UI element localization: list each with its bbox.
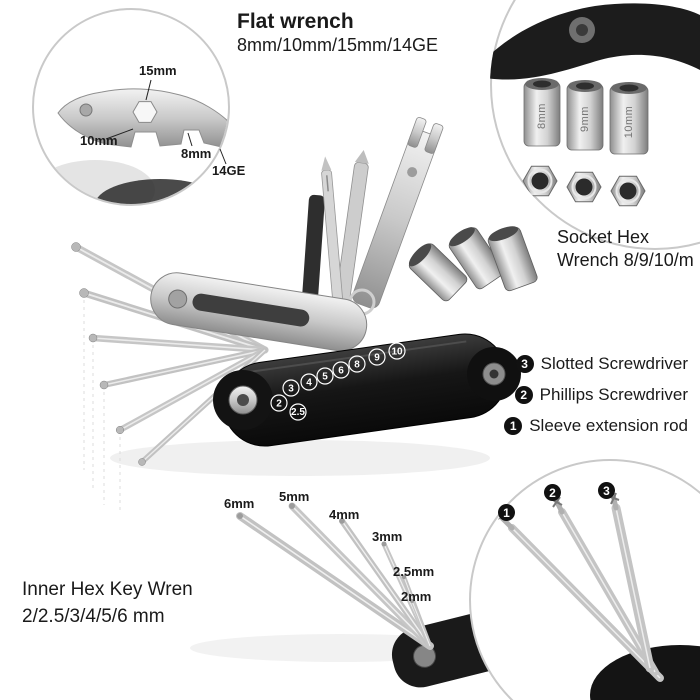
- frame-plate: [150, 272, 368, 352]
- feature-badge-1: 1: [504, 417, 523, 435]
- feature-badge-3: 3: [515, 355, 534, 373]
- svg-text:2.5: 2.5: [291, 407, 305, 418]
- socket-10mm: 10mm: [609, 82, 649, 155]
- svg-text:2: 2: [276, 399, 282, 410]
- flat-wrench-inset: [32, 8, 230, 206]
- bit-badge-2: 2: [544, 484, 561, 501]
- mounted-sockets: [408, 226, 538, 302]
- svg-text:9mm: 9mm: [579, 106, 591, 132]
- callout-14ge: 14GE: [212, 163, 246, 178]
- hex-key-caption-line1: Inner Hex Key Wren: [22, 579, 193, 600]
- pointer-15mm: [145, 79, 152, 101]
- bit-badge-1: 1: [498, 504, 515, 521]
- feature-list: 3 Slotted Screwdriver 2 Phillips Screwdr…: [504, 354, 688, 436]
- hex-key-caption: Inner Hex Key Wren 2/2.5/3/4/5/6 mm: [22, 576, 193, 630]
- hex-key-caption-line2: 2/2.5/3/4/5/6 mm: [22, 606, 165, 627]
- flat-wrench-title: Flat wrench: [237, 10, 354, 33]
- phillips-screwdriver-tool: [321, 156, 344, 311]
- callout-8mm: 8mm: [181, 146, 212, 161]
- main-tool: 2 2.5 3 4 5 6 8 9 10: [71, 116, 538, 512]
- fan-label-2-5mm: 2.5mm: [393, 564, 435, 579]
- feature-slotted-screwdriver: 3 Slotted Screwdriver: [515, 354, 688, 374]
- pointer-14ge: [219, 148, 227, 165]
- svg-text:5: 5: [322, 372, 328, 383]
- socket-inset: 8mm 9mm 10mm: [490, 0, 700, 250]
- bit-2-phillips: [550, 496, 659, 676]
- pointer-8mm: [187, 132, 193, 147]
- svg-text:10: 10: [391, 347, 403, 358]
- bits-holder: [590, 645, 700, 700]
- feature-badge-2: 2: [514, 386, 533, 404]
- hex-nut-2: [566, 171, 602, 203]
- bit-3-phillips: [607, 492, 655, 673]
- feature-phillips-screwdriver: 2 Phillips Screwdriver: [514, 385, 688, 405]
- fan-label-6mm: 6mm: [224, 496, 255, 511]
- pointer-10mm: [105, 128, 134, 140]
- feature-label-slotted: Slotted Screwdriver: [540, 354, 688, 373]
- tool-body-numbers: 2 2.5 3 4 5 6 8 9 10: [270, 342, 406, 421]
- socket-9mm: 9mm: [566, 80, 604, 151]
- fan-label-4mm: 4mm: [329, 507, 360, 522]
- flat-wrench-tool: [352, 116, 444, 309]
- socket-caption-line1: Socket Hex: [557, 227, 650, 247]
- pivot-screw-right: [467, 347, 521, 401]
- feature-label-sleeve: Sleeve extension rod: [529, 416, 688, 435]
- feature-sleeve-extension-rod: 1 Sleeve extension rod: [504, 416, 688, 436]
- bit-badge-3: 3: [598, 482, 615, 499]
- rear-tool-bar: [301, 194, 325, 318]
- svg-text:10mm: 10mm: [623, 106, 635, 139]
- hex-nut-3: [610, 175, 646, 207]
- svg-text:6: 6: [338, 366, 344, 377]
- bits-inset: [469, 459, 700, 700]
- hex-nut-1: [522, 165, 558, 197]
- socket-caption: Socket Hex Wrench 8/9/10/m: [557, 226, 694, 272]
- svg-text:9: 9: [374, 353, 380, 364]
- fan-label-3mm: 3mm: [372, 529, 403, 544]
- fan-label-5mm: 5mm: [279, 489, 310, 504]
- svg-text:3: 3: [288, 384, 294, 395]
- tool-shadow: [110, 440, 490, 476]
- callout-15mm: 15mm: [139, 63, 177, 78]
- pivot-screw-left: [213, 370, 273, 430]
- fan-label-2mm: 2mm: [401, 589, 432, 604]
- hex-hole-15mm: [132, 101, 158, 123]
- socket-8mm: 8mm: [523, 78, 561, 147]
- feature-label-phillips: Phillips Screwdriver: [539, 385, 688, 404]
- fan-keys: [236, 502, 434, 650]
- flat-wrench-subtitle: 8mm/10mm/15mm/14GE: [237, 35, 439, 55]
- svg-text:8: 8: [354, 360, 360, 371]
- guide-lines: [83, 300, 121, 512]
- svg-text:4: 4: [306, 378, 312, 389]
- socket-caption-line2: Wrench 8/9/10/m: [557, 250, 694, 270]
- callout-10mm: 10mm: [80, 133, 118, 148]
- svg-text:8mm: 8mm: [536, 103, 548, 129]
